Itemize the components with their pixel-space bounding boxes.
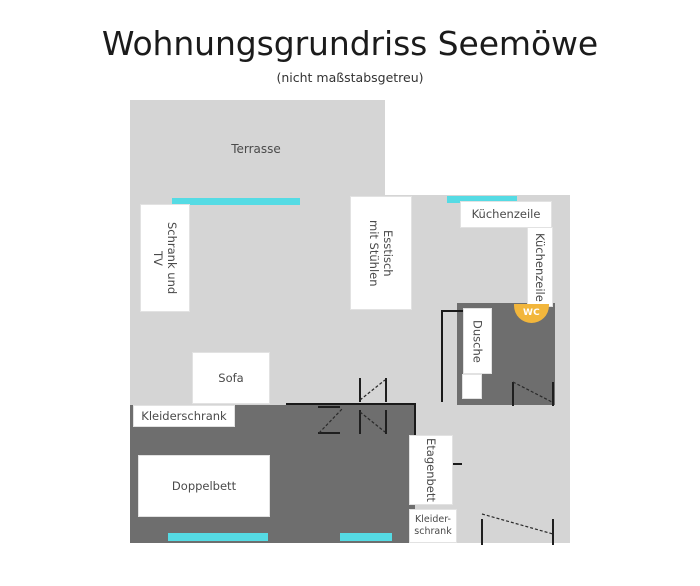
door-kinderzimmer (481, 512, 555, 538)
door-kinderzimmer-jamb-1 (481, 519, 483, 545)
page-subtitle: (nicht maßstabsgetreu) (276, 69, 424, 85)
door-bad-jamb-2 (552, 382, 554, 406)
floor-area-flur (286, 405, 415, 543)
furniture-esstisch[interactable]: Esstisch mit Stühlen (350, 196, 412, 310)
door-flur-links-jamb-1 (318, 406, 340, 408)
floor-area-flur-uebergang (415, 405, 460, 425)
furniture-doppelbett[interactable]: Doppelbett (138, 455, 270, 517)
wc-badge[interactable]: WC (514, 304, 549, 323)
page-title: Wohnungsgrundriss Seemöwe (101, 24, 599, 63)
wall-bad-horizontal (441, 310, 465, 312)
wall-flur-rechts (414, 403, 416, 465)
furniture-kuechenzeile-right[interactable]: Küchenzeile (527, 227, 553, 307)
wall-flur-oben (286, 403, 416, 405)
furniture-etagenbett[interactable]: Etagenbett (409, 435, 453, 505)
furniture-waschbecken[interactable] (462, 374, 482, 399)
window-schlafzimmer-rechts (340, 533, 392, 541)
furniture-kleiderschrank[interactable]: Kleiderschrank (133, 405, 235, 427)
door-bad (512, 380, 554, 406)
window-schlafzimmer-links (168, 533, 268, 541)
door-flur-unten-jamb-1 (359, 410, 361, 434)
door-flur-oben (359, 378, 387, 402)
door-flur-oben-jamb-2 (385, 378, 387, 402)
wall-bad-vertikal (441, 310, 443, 402)
door-flur-unten-jamb-2 (385, 410, 387, 434)
door-bad-jamb-1 (512, 382, 514, 406)
door-flur-oben-jamb-1 (359, 378, 361, 402)
door-flur-unten (359, 410, 387, 434)
window-terrasse (172, 198, 300, 205)
furniture-dusche[interactable]: Dusche (463, 308, 492, 374)
door-flur-links (318, 406, 344, 434)
furniture-kleiderschrank-klein[interactable]: Kleider- schrank (409, 509, 457, 543)
furniture-schrank-und-tv[interactable]: Schrank und TV (140, 204, 190, 312)
door-flur-links-jamb-2 (318, 432, 340, 434)
window-kueche (447, 196, 517, 203)
door-kinderzimmer-jamb-2 (552, 519, 554, 545)
furniture-kuechenzeile-top[interactable]: Küchenzeile (460, 201, 552, 228)
heading-block: Wohnungsgrundriss Seemöwe (nicht maßstab… (0, 0, 700, 85)
room-label-terrasse: Terrasse (231, 142, 281, 156)
furniture-sofa[interactable]: Sofa (192, 352, 270, 404)
